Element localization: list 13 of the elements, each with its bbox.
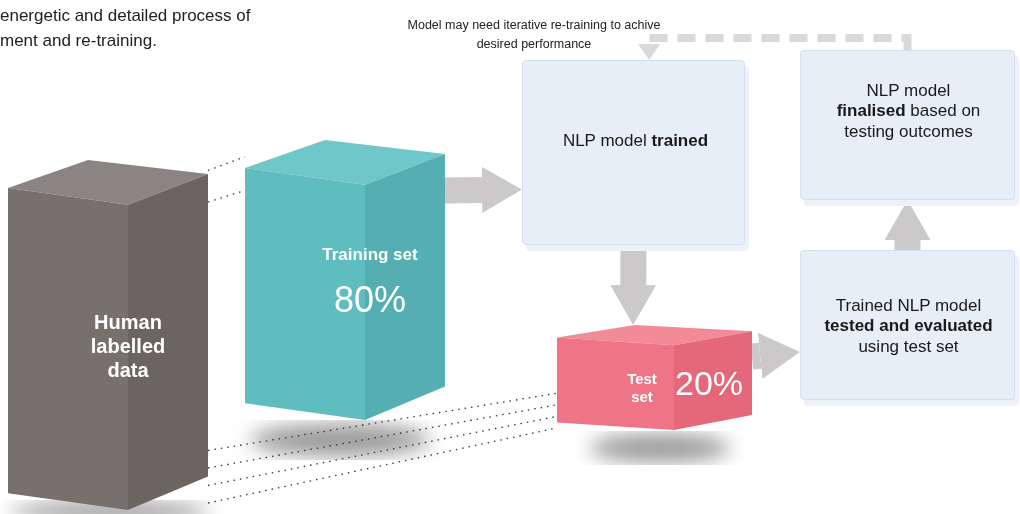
box-label: NLP model finalised based on testing outcomes bbox=[835, 81, 982, 143]
box-label: Trained NLP model tested and evaluated using test set bbox=[823, 296, 994, 358]
box-label: Training set bbox=[321, 245, 419, 266]
arrow bbox=[444, 166, 522, 213]
box-label: NLP model trained bbox=[561, 131, 710, 152]
intro-text: energetic and detailed process of ment and re-training. bbox=[0, 5, 252, 52]
box-label: Test set bbox=[626, 370, 658, 406]
note-text: Model may need iterative re-training to achive desired performance bbox=[406, 17, 662, 53]
box-label: Human labelled data bbox=[89, 310, 167, 382]
arrow bbox=[638, 34, 912, 60]
percentage-label: 80% bbox=[332, 278, 408, 322]
projection-line bbox=[207, 156, 246, 172]
percentage-label: 20% bbox=[673, 363, 745, 404]
